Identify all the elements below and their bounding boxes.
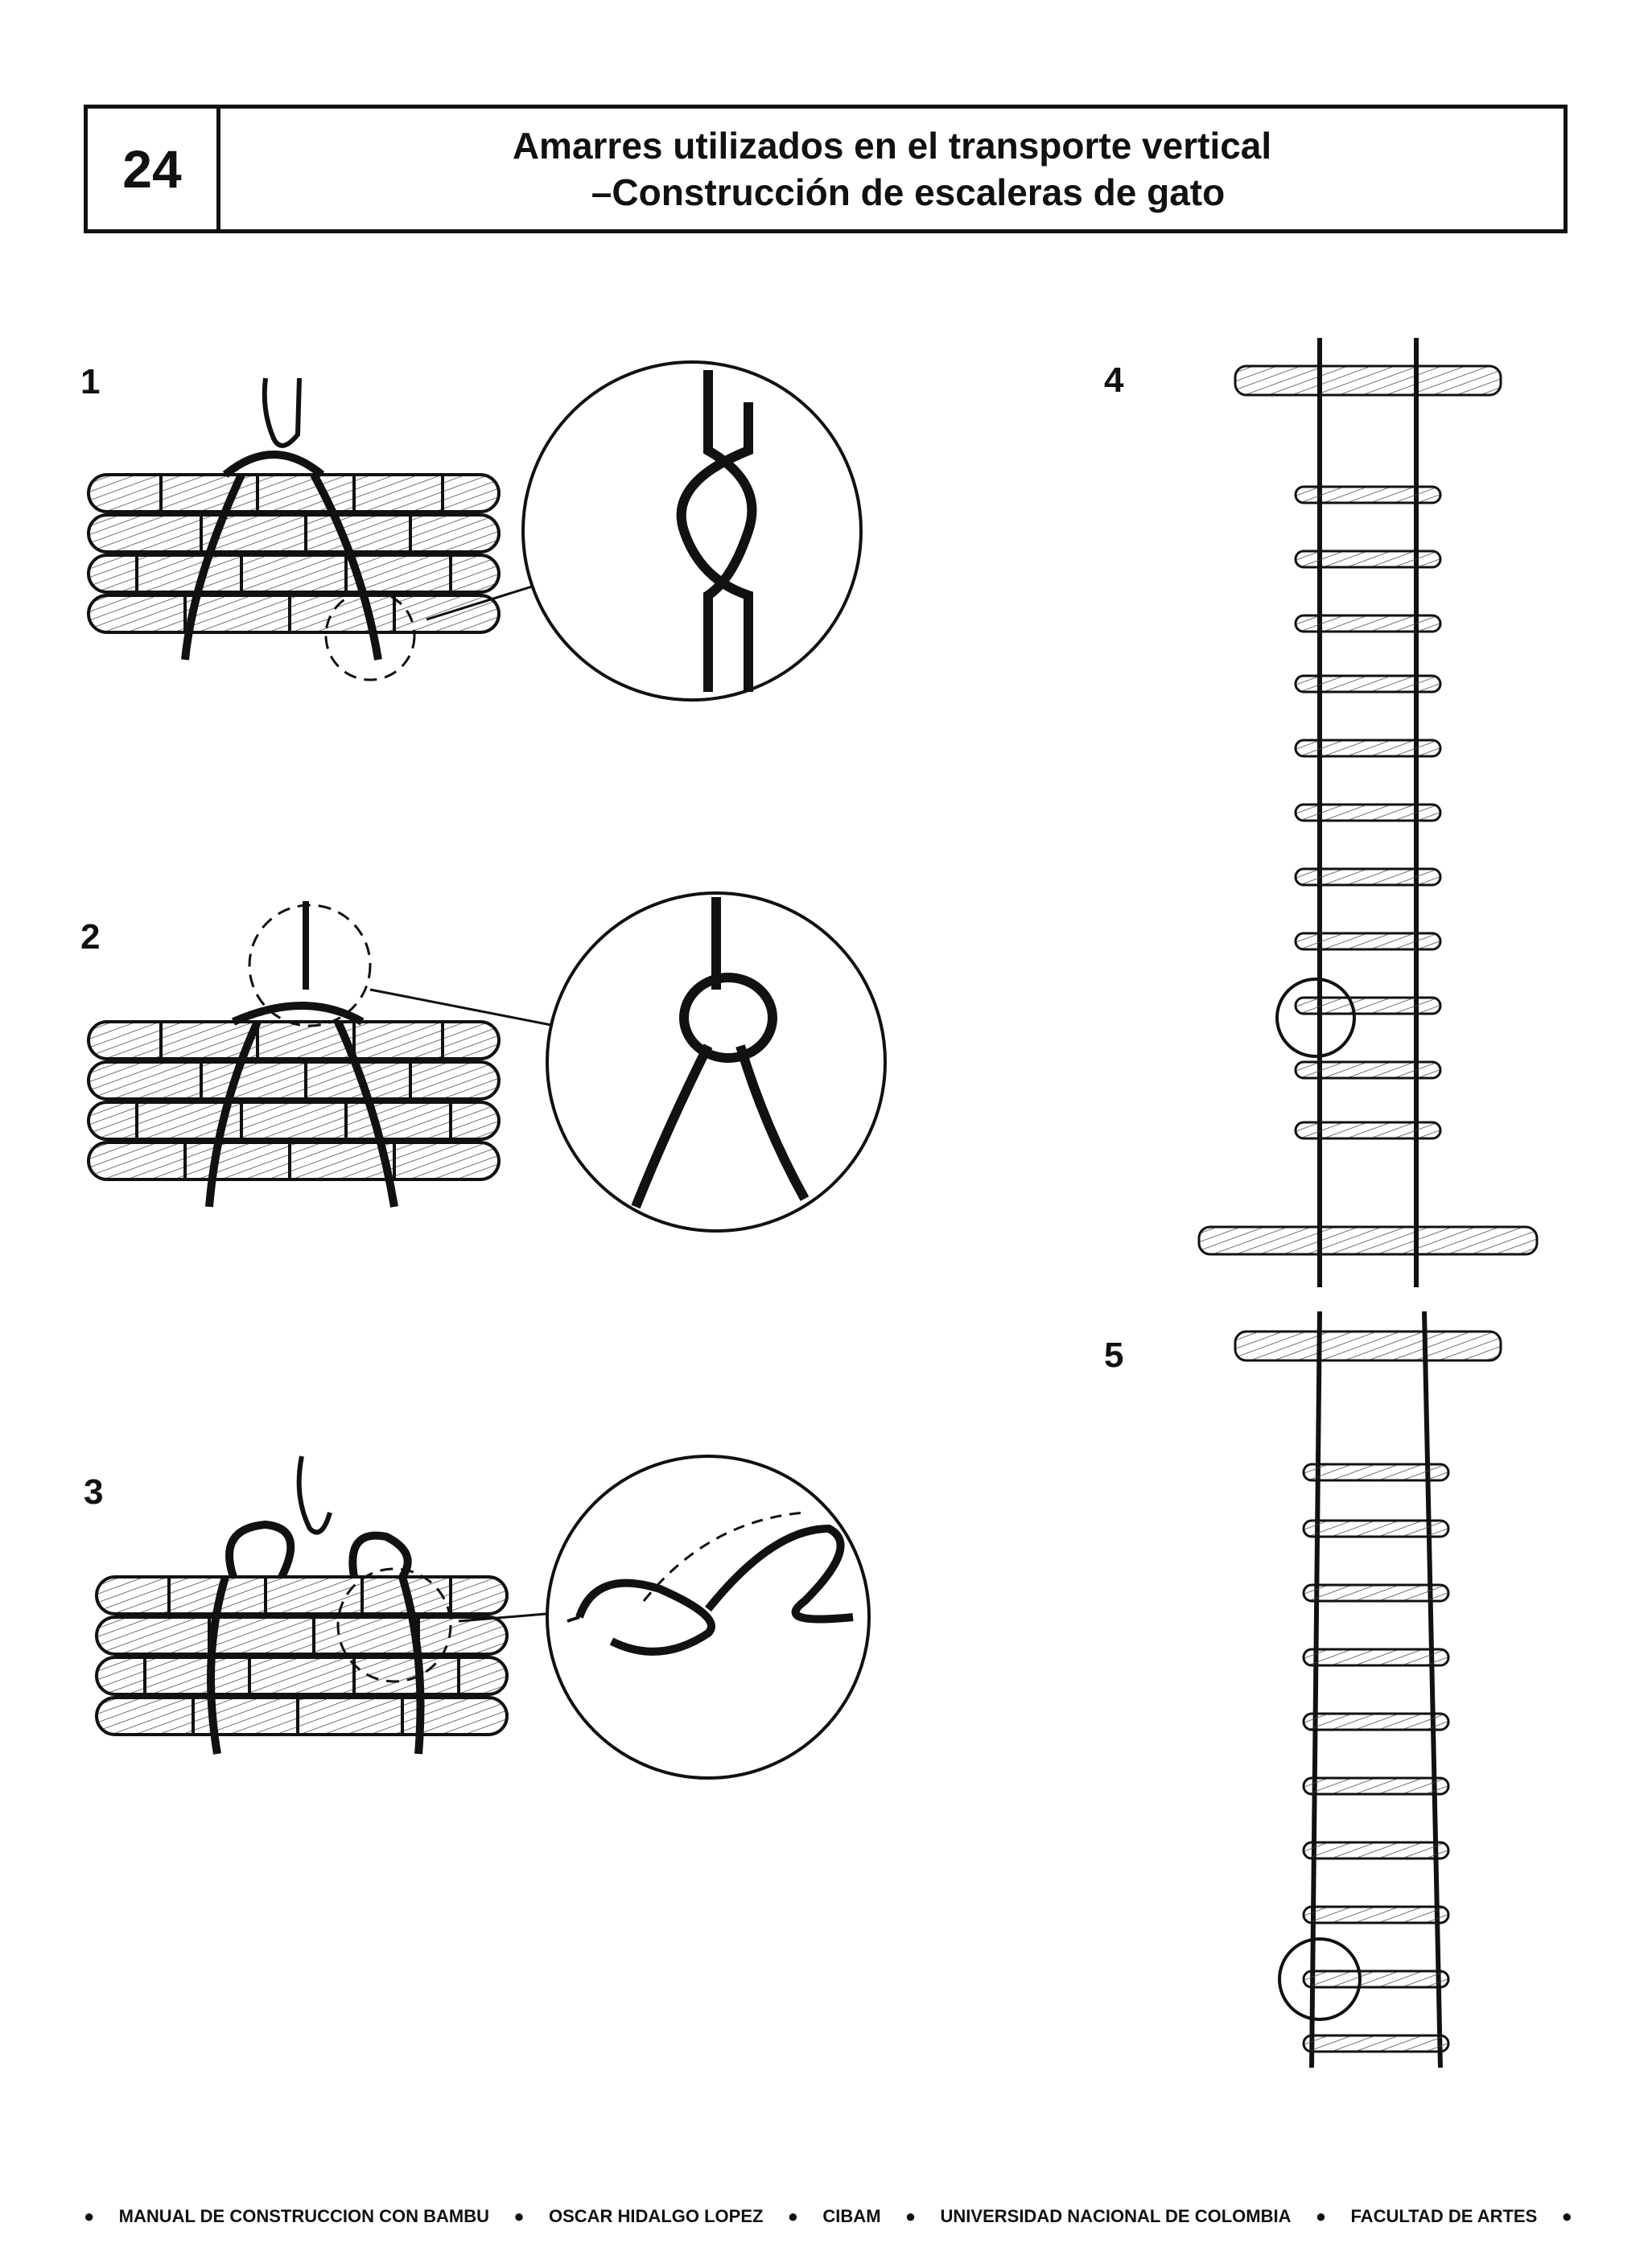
figure-3-bundle-figure-eight	[95, 1455, 871, 1780]
figure-2-bundle-bowline	[87, 891, 887, 1233]
figure-label-2: 2	[80, 917, 101, 957]
figure-5-rope-ladder	[1234, 1311, 1502, 2068]
title-line-1: Amarres utilizados en el transporte vert…	[512, 125, 1272, 167]
footer-bullet: ●	[84, 2206, 95, 2226]
figure-label-1: 1	[80, 362, 101, 401]
footer-item-2: OSCAR HIDALGO LOPEZ	[548, 2206, 764, 2226]
footer-item-1: MANUAL DE CONSTRUCCION CON BAMBU	[118, 2206, 489, 2226]
plate-header: 24 Amarres utilizados en el transporte v…	[84, 105, 1568, 233]
footer-bullet: ●	[513, 2206, 525, 2226]
figure-label-3: 3	[84, 1472, 104, 1512]
plate-title: Amarres utilizados en el transporte vert…	[220, 109, 1564, 229]
footer-bullet: ●	[787, 2206, 799, 2226]
footer-bullet: ●	[1561, 2206, 1572, 2226]
footer-item-5: FACULTAD DE ARTES	[1350, 2206, 1538, 2226]
title-line-2: –Construcción de escaleras de gato	[591, 171, 1226, 213]
footer: ● MANUAL DE CONSTRUCCION CON BAMBU ● OSC…	[84, 2206, 1572, 2227]
plate-number: 24	[88, 109, 220, 229]
figure-4-rope-ladder	[1197, 338, 1539, 1287]
figure-label-4: 4	[1104, 360, 1124, 400]
figure-1-bundle-hook	[87, 360, 863, 702]
footer-item-4: UNIVERSIDAD NACIONAL DE COLOMBIA	[940, 2206, 1292, 2226]
figure-label-5: 5	[1104, 1336, 1124, 1375]
footer-bullet: ●	[904, 2206, 917, 2226]
footer-bullet: ●	[1315, 2206, 1327, 2226]
footer-item-3: CIBAM	[822, 2206, 881, 2226]
